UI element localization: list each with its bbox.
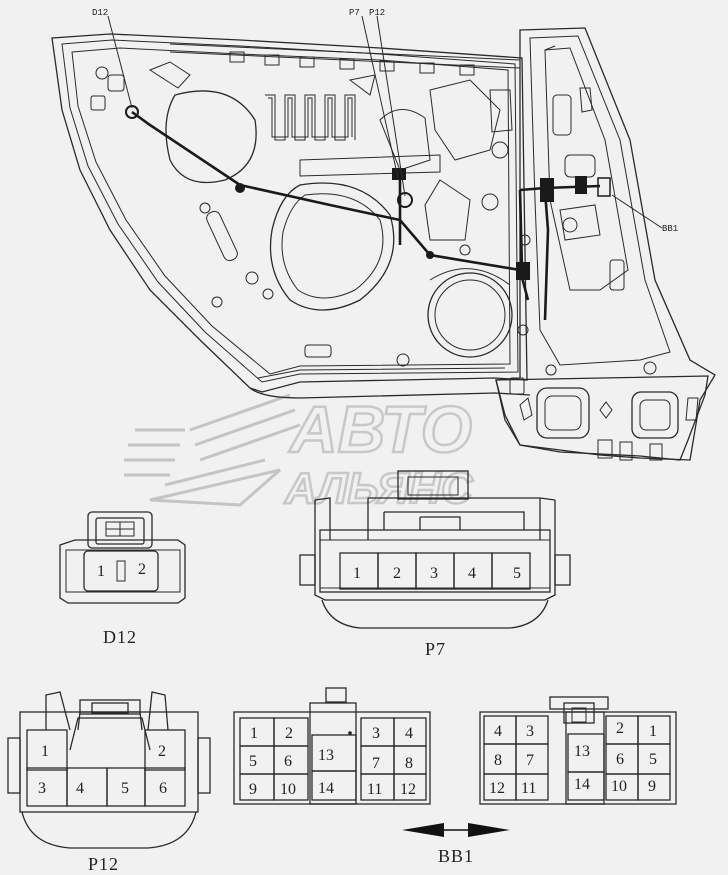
bb1-left-pin-10: 10: [280, 781, 296, 798]
d12-pin-2: 2: [138, 561, 146, 578]
bb1-right-pin-f: 7: [526, 752, 534, 769]
p7-pin-5: 5: [513, 565, 521, 582]
p12-label: P12: [88, 854, 119, 874]
bb1-left-pin-12: 12: [400, 781, 416, 798]
wire-harness: [125, 105, 611, 321]
p7-pin-2: 2: [393, 565, 401, 582]
p12-pin-3: 3: [38, 780, 46, 797]
callout-bb1: BB1: [662, 224, 678, 234]
bb1-left-pin-6: 6: [284, 753, 292, 770]
bb1-left-pin-13: 13: [318, 747, 334, 764]
callout-d12: D12: [92, 8, 108, 18]
bb1-right-pin-j: 11: [521, 780, 536, 797]
bb1-right-pin-g: 6: [616, 751, 624, 768]
bb1-right-pin-h: 5: [649, 751, 657, 768]
bb1-left-pin-9: 9: [249, 781, 257, 798]
bb1-label: BB1: [438, 846, 474, 866]
double-arrow-icon: [402, 823, 510, 837]
p7-label: P7: [425, 639, 446, 659]
bb1-right-pin-e: 8: [494, 752, 502, 769]
watermark-line1: АВТО: [288, 392, 472, 466]
d12-pin-1: 1: [97, 563, 105, 580]
bb1-left-pin-2: 2: [285, 725, 293, 742]
connector-p7: 1 2 3 4 5: [299, 470, 571, 629]
bb1-right-pin-i: 12: [489, 780, 505, 797]
pillar-structure: [495, 27, 716, 461]
p7-pin-3: 3: [430, 565, 438, 582]
bb1-right-pin-n: 14: [574, 776, 590, 793]
callout-p12: P12: [369, 8, 385, 18]
p12-pin-6: 6: [159, 780, 167, 797]
p12-pin-4: 4: [76, 780, 84, 797]
connector-d12: 1 2: [59, 511, 186, 604]
p12-pin-1: 1: [41, 743, 49, 760]
p7-pin-4: 4: [468, 565, 476, 582]
bb1-right-pin-b: 3: [526, 723, 534, 740]
bb1-right-pin-a: 4: [494, 723, 502, 740]
door-panel: [51, 33, 531, 399]
connector-bb1-right: 4 3 2 1 8 7 6 5 12 11 10 9 13 14: [479, 696, 677, 805]
bb1-left-pin-1: 1: [250, 725, 258, 742]
connector-p12: 1 2 3 4 5 6: [7, 691, 211, 849]
bb1-right-pin-c: 2: [616, 720, 624, 737]
d12-label: D12: [103, 627, 137, 647]
bb1-right-pin-m: 13: [574, 743, 590, 760]
p12-pin-5: 5: [121, 780, 129, 797]
bb1-right-pin-d: 1: [649, 723, 657, 740]
callout-p7: P7: [349, 8, 360, 18]
p12-pin-2: 2: [158, 743, 166, 760]
bb1-right-pin-l: 9: [648, 778, 656, 795]
bb1-left-pin-8: 8: [405, 755, 413, 772]
callout-leaders: [107, 15, 663, 229]
bb1-right-pin-k: 10: [611, 778, 627, 795]
connector-bb1-left: 1 2 3 4 5 6 7 8 9 10 11 12 13 14: [233, 687, 431, 805]
p7-pin-1: 1: [353, 565, 361, 582]
bb1-left-pin-4: 4: [405, 725, 413, 742]
bb1-left-pin-5: 5: [249, 753, 257, 770]
bb1-left-pin-11: 11: [367, 781, 382, 798]
bb1-left-pin-14: 14: [318, 780, 334, 797]
bb1-left-pin-7: 7: [372, 755, 380, 772]
bb1-left-pin-3: 3: [372, 725, 380, 742]
watermark-logo-icon: [124, 393, 301, 507]
